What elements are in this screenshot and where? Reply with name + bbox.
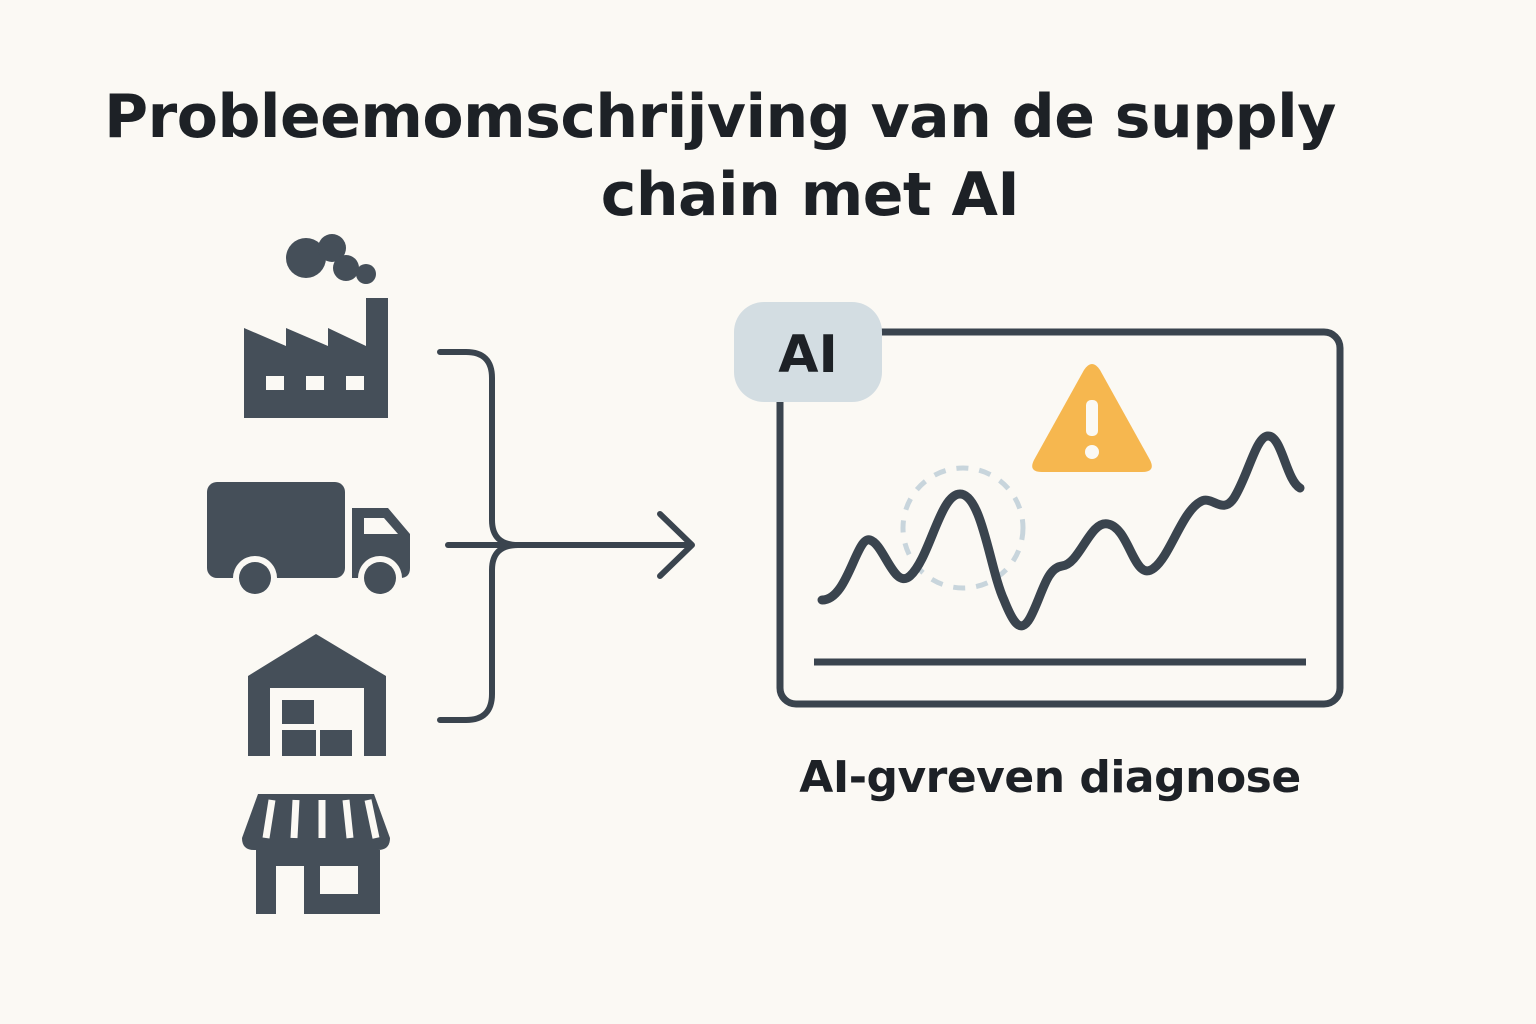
anomaly-circle <box>900 465 1026 591</box>
flow-connector <box>437 349 695 723</box>
diagnosis-caption: AI-gvreven diagnose <box>799 752 1301 803</box>
warning-icon <box>1032 364 1152 472</box>
factory-icon <box>244 234 388 418</box>
store-icon <box>242 794 390 914</box>
ai-badge-label: AI <box>778 325 838 385</box>
diagnosis-panel: AI <box>734 302 1344 708</box>
title-line-1: Probleemomschrijving van de supply <box>104 82 1336 152</box>
truck-icon <box>207 482 410 600</box>
page-title: Probleemomschrijving van de supply chain… <box>70 78 1370 234</box>
title-line-2: chain met AI <box>600 160 1020 230</box>
signal-line <box>817 431 1305 631</box>
warehouse-icon <box>248 634 386 756</box>
ai-badge: AI <box>734 302 882 402</box>
